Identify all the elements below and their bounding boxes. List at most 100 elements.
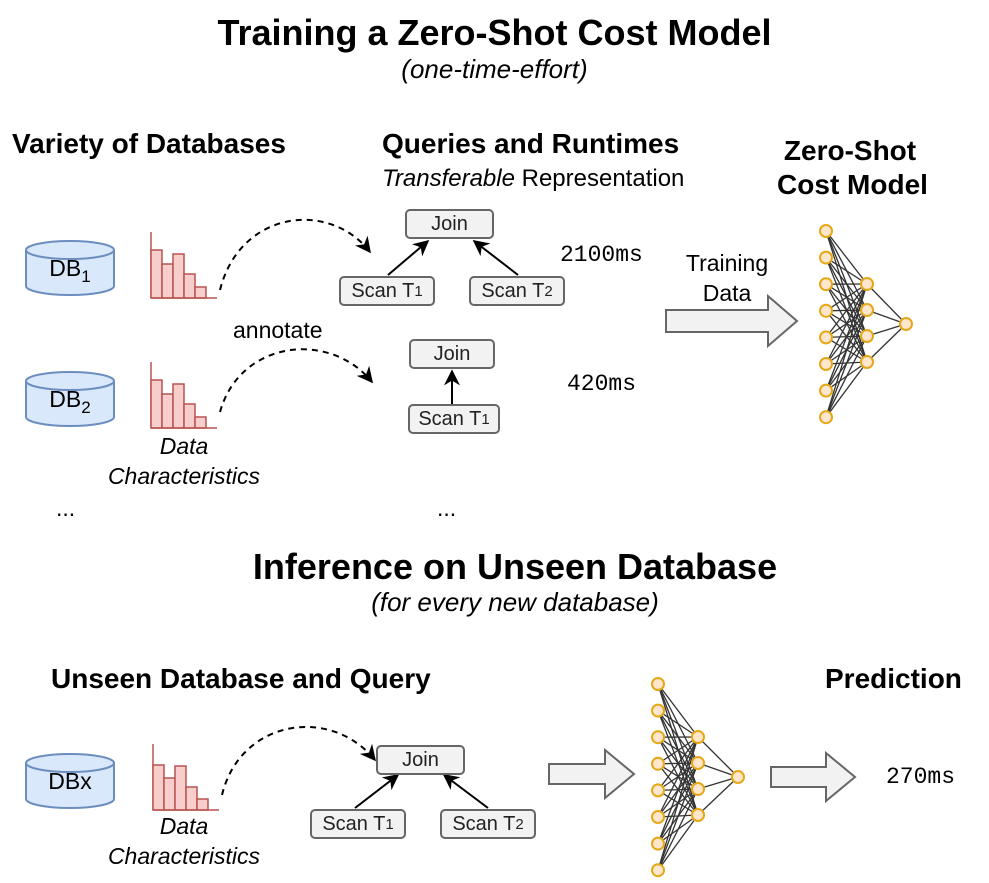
neuron-connection (825, 335, 868, 418)
neuron-connection (657, 788, 699, 871)
neuron-connection (657, 736, 699, 765)
inference-col-prediction-heading: Prediction (825, 663, 962, 694)
db2-label: DB2 (49, 386, 91, 417)
block-arrow-icon-inference-1 (548, 747, 636, 801)
neuron (651, 756, 665, 771)
neuron (691, 756, 705, 770)
database-icon-dbx: DBx (24, 753, 116, 809)
dashed-curved-arrow-icon-1 (219, 219, 371, 291)
zero-shot-heading-line1: Zero-Shot (783, 135, 917, 166)
zero-shot-heading-line2: Cost Model (777, 169, 928, 200)
inference-subtitle: (for every new database) (371, 587, 659, 617)
neuron-connection (657, 710, 699, 738)
neuron (651, 783, 665, 798)
neuron (860, 303, 874, 317)
neuron (860, 277, 874, 291)
inference-plan-edge-a (354, 774, 400, 809)
histogram-icon-2 (150, 362, 217, 429)
prediction-value: 270ms (886, 764, 956, 790)
neural-network-icon-inference (651, 677, 745, 878)
neuron (651, 677, 665, 691)
neuron (691, 808, 705, 822)
neuron (651, 810, 665, 824)
training-data-label-line1: Training (685, 250, 769, 276)
neuron (691, 730, 705, 744)
neuron-connection (657, 736, 699, 871)
plan1-edge-a (387, 239, 430, 276)
annotate-label: annotate (233, 317, 323, 343)
neuron-connection (825, 309, 868, 418)
representation-word: Representation (514, 165, 685, 192)
neuron (860, 355, 874, 369)
neuron-connection (825, 283, 868, 312)
db1-label: DB1 (49, 255, 91, 286)
neuron-connection (697, 762, 739, 778)
col-queries-heading: Queries and Runtimes (382, 128, 680, 159)
neuron (651, 836, 665, 851)
ellipsis-left: ... (56, 495, 76, 521)
training-data-label-line2: Data (702, 280, 752, 306)
data-characteristics-line1: Data (159, 433, 209, 459)
neuron-connection (657, 736, 699, 791)
inference-title: Inference on Unseen Database (252, 546, 778, 587)
block-arrow-icon-training (665, 293, 799, 349)
inference-join-node: Join (376, 745, 465, 775)
plan1-runtime: 2100ms (560, 242, 643, 268)
histogram-icon-1 (150, 232, 217, 299)
plan2-runtime: 420ms (567, 371, 637, 397)
neuron-connection (657, 762, 699, 871)
training-subtitle: (one-time-effort) (401, 54, 588, 84)
col-databases-heading: Variety of Databases (12, 128, 286, 159)
neuron-connection (825, 230, 868, 285)
neuron (819, 224, 833, 238)
database-icon-db1: DB1 (24, 240, 116, 296)
neuron (819, 277, 833, 292)
neuron (899, 317, 913, 331)
dashed-curved-arrow-icon-2 (219, 348, 374, 413)
neuron (651, 703, 665, 718)
neuron-connection (825, 257, 868, 285)
plan2-join-node: Join (409, 339, 495, 369)
neuron (860, 329, 874, 343)
neuron (819, 383, 833, 398)
neuron (731, 770, 745, 784)
neural-network-icon-training (819, 224, 913, 425)
neuron-connection (825, 283, 868, 338)
neuron-connection (825, 283, 868, 391)
neuron-connection (825, 283, 868, 418)
inference-data-characteristics-line1: Data (159, 813, 209, 839)
ellipsis-mid: ... (437, 495, 457, 521)
inference-col-query-heading: Unseen Database and Query (51, 663, 431, 694)
neuron (819, 330, 833, 345)
block-arrow-icon-inference-2 (770, 750, 857, 804)
neuron (819, 357, 833, 371)
neuron (819, 250, 833, 265)
inference-plan-edge-b (442, 774, 489, 809)
neuron-connection (697, 776, 739, 816)
neuron-connection (866, 283, 907, 325)
neuron-connection (697, 736, 739, 778)
neuron-connection (825, 283, 868, 365)
data-characteristics-line2: Characteristics (107, 463, 261, 489)
dbx-label: DBx (48, 768, 92, 794)
training-title: Training a Zero-Shot Cost Model (217, 12, 772, 53)
dashed-curved-arrow-icon-3 (221, 726, 377, 796)
neuron (819, 410, 833, 425)
inference-data-characteristics-line2: Characteristics (107, 843, 261, 869)
neuron-connection (866, 323, 907, 363)
histogram-icon-3 (152, 744, 219, 811)
neuron-connection (657, 736, 699, 818)
plan1-join-node: Join (405, 209, 494, 239)
database-icon-db2: DB2 (24, 371, 116, 427)
neuron-connection (825, 361, 868, 418)
neuron (819, 303, 833, 318)
col-queries-subheading: Transferable Representation (382, 165, 684, 193)
neuron (651, 863, 665, 878)
neuron (651, 730, 665, 745)
